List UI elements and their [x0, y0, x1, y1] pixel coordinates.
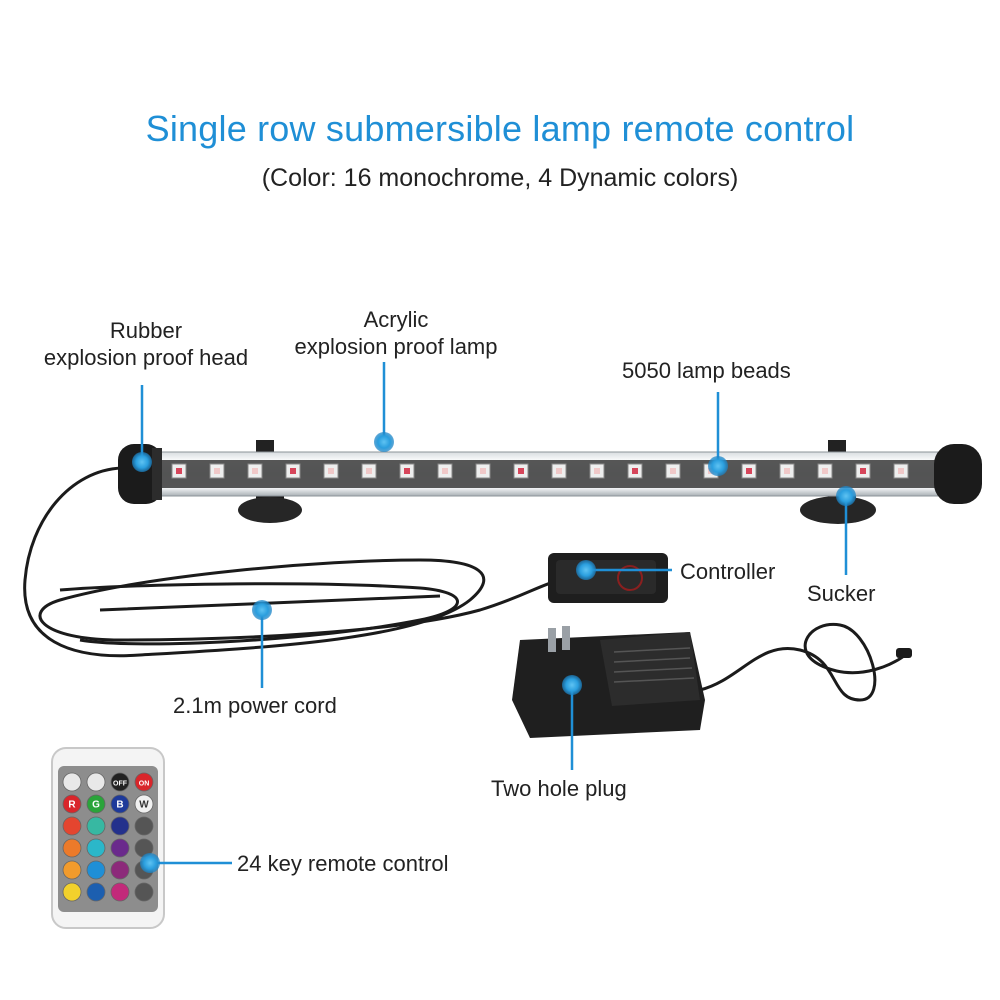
remote-button-label: R: [68, 800, 76, 811]
page-title: Single row submersible lamp remote contr…: [145, 108, 855, 149]
label-sucker: Sucker: [807, 581, 876, 606]
callout-dot-sucker: [836, 486, 856, 506]
remote-button[interactable]: [110, 838, 130, 858]
clip-right: [828, 440, 846, 454]
remote-button-brightness-up[interactable]: [62, 772, 82, 792]
label-acrylic-line1: Acrylic: [363, 307, 429, 332]
lamp-bead-chip: [214, 468, 220, 474]
lamp-bead-chip: [670, 468, 676, 474]
remote-button[interactable]: [110, 860, 130, 880]
remote-button[interactable]: [110, 882, 130, 902]
lamp-bead-chip: [898, 468, 904, 474]
lamp-bead-chip: [860, 468, 866, 474]
callout-dot-remote: [140, 853, 160, 873]
callout-dot-plug: [562, 675, 582, 695]
lamp-bead-chip: [176, 468, 182, 474]
adapter-cord: [699, 622, 907, 702]
callout-dot-rubber-head: [132, 452, 152, 472]
remote-button-r[interactable]: [62, 794, 82, 814]
remote-button-label: G: [92, 800, 100, 811]
lamp-bead-chip: [290, 468, 296, 474]
remote-button-label: ON: [139, 781, 150, 788]
lamp-bead-chip: [404, 468, 410, 474]
lamp-bead-chip: [480, 468, 486, 474]
label-remote: 24 key remote control: [237, 851, 449, 876]
controller-box: [548, 553, 668, 603]
power-cord: [23, 466, 561, 658]
lamp-tube: [149, 451, 941, 497]
label-plug: Two hole plug: [491, 776, 627, 801]
remote-button-label: B: [116, 800, 123, 811]
remote-button[interactable]: [86, 838, 106, 858]
callout-lines: [140, 362, 848, 865]
remote-button-off[interactable]: [110, 772, 130, 792]
remote-button-w[interactable]: [134, 794, 154, 814]
lamp-bead-chip: [328, 468, 334, 474]
remote-control[interactable]: OFF ON R G B W: [51, 747, 165, 929]
remote-button[interactable]: [86, 816, 106, 836]
remote-button[interactable]: [62, 838, 82, 858]
remote-button[interactable]: [62, 816, 82, 836]
callout-dots: [132, 432, 856, 873]
remote-button[interactable]: [86, 882, 106, 902]
remote-button-brightness-down[interactable]: [86, 772, 106, 792]
page-subtitle: (Color: 16 monochrome, 4 Dynamic colors): [261, 164, 739, 192]
label-acrylic-line2: explosion proof lamp: [294, 334, 498, 359]
callout-dot-controller: [576, 560, 596, 580]
lamp-bead-chip: [784, 468, 790, 474]
remote-button[interactable]: [110, 816, 130, 836]
label-lamp-beads: 5050 lamp beads: [622, 358, 791, 383]
clip-left: [256, 440, 274, 454]
remote-button-g[interactable]: [86, 794, 106, 814]
remote-button-label: W: [139, 800, 149, 811]
callout-dot-beads: [708, 456, 728, 476]
remote-button[interactable]: [86, 860, 106, 880]
power-adapter: [512, 626, 705, 738]
lamp-bead-chip: [518, 468, 524, 474]
label-rubber-head: Rubber explosion proof head: [28, 317, 264, 371]
lamp-bead-chip: [442, 468, 448, 474]
lamp-bead-chip: [632, 468, 638, 474]
remote-button[interactable]: [134, 882, 154, 902]
label-power-cord: 2.1m power cord: [173, 693, 337, 718]
label-controller: Controller: [680, 559, 776, 584]
callout-dot-acrylic: [374, 432, 394, 452]
remote-button-b[interactable]: [110, 794, 130, 814]
lamp-bead-chip: [822, 468, 828, 474]
adapter-cord-tip: [896, 648, 912, 658]
lamp-bead-chip: [252, 468, 258, 474]
lamp-bead-chip: [556, 468, 562, 474]
end-cap-right: [934, 444, 982, 504]
remote-button[interactable]: [62, 860, 82, 880]
label-rubber-head-line1: Rubber: [109, 318, 183, 343]
lamp-bead-chip: [746, 468, 752, 474]
lamp-bead-chip: [366, 468, 372, 474]
remote-button[interactable]: [134, 816, 154, 836]
callout-dot-power-cord: [252, 600, 272, 620]
label-acrylic-lamp: Acrylic explosion proof lamp: [276, 306, 516, 360]
lamp-bead-chip: [594, 468, 600, 474]
remote-button[interactable]: [62, 882, 82, 902]
remote-button-label: OFF: [113, 781, 128, 788]
label-rubber-head-line2: explosion proof head: [43, 345, 249, 370]
remote-button-on[interactable]: [134, 772, 154, 792]
